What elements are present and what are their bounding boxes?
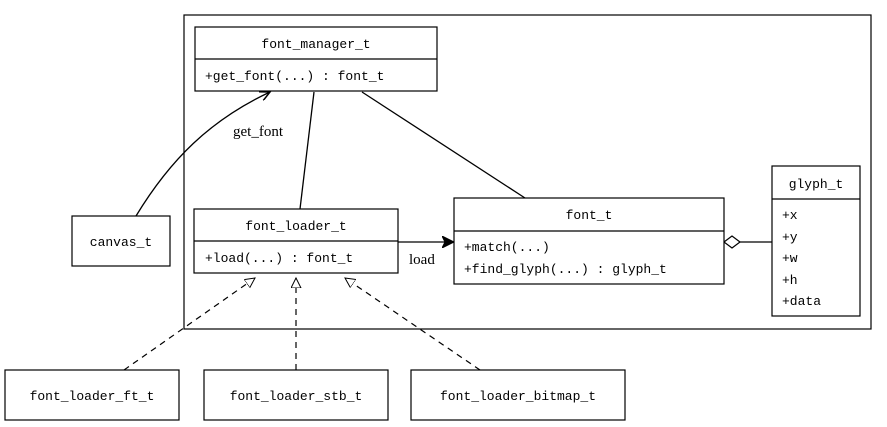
class-name: font_manager_t [261, 37, 370, 52]
class-canvas: canvas_t [71, 215, 171, 267]
class-member: +h [782, 273, 798, 288]
class-font-manager: font_manager_t +get_font(...) : font_t [194, 26, 438, 92]
class-name: canvas_t [90, 235, 152, 250]
generalization-bitmap [345, 278, 481, 371]
class-glyph: glyph_t +x +y +w +h +data [771, 165, 861, 317]
class-member: +w [782, 251, 798, 266]
class-font-loader-bitmap: font_loader_bitmap_t [410, 369, 626, 421]
aggregation-diamond [723, 235, 741, 249]
class-member: +match(...) [464, 240, 550, 255]
class-name: glyph_t [789, 177, 844, 192]
class-member: +load(...) : font_t [205, 251, 353, 266]
get-font-label: get_font [233, 124, 284, 140]
load-label: load [409, 252, 435, 268]
class-member: +get_font(...) : font_t [205, 69, 384, 84]
association-manager-loader [299, 91, 315, 210]
class-name: font_t [566, 208, 613, 223]
class-name: font_loader_t [245, 219, 346, 234]
class-name: font_loader_stb_t [230, 389, 363, 404]
association-manager-font [361, 91, 526, 199]
class-name: font_loader_bitmap_t [440, 389, 596, 404]
class-font-loader-stb: font_loader_stb_t [203, 369, 389, 421]
class-member: +find_glyph(...) : glyph_t [464, 262, 667, 277]
class-name: font_loader_ft_t [30, 389, 155, 404]
generalization-ft [123, 278, 255, 371]
package-frame [183, 14, 872, 330]
class-font-loader-ft: font_loader_ft_t [4, 369, 180, 421]
class-member: +y [782, 230, 798, 245]
class-font: font_t +match(...) +find_glyph(...) : gl… [453, 197, 725, 285]
class-member: +data [782, 294, 821, 309]
class-member: +x [782, 208, 798, 223]
class-font-loader: font_loader_t +load(...) : font_t [193, 208, 399, 274]
dependency-canvas-manager [135, 92, 270, 217]
